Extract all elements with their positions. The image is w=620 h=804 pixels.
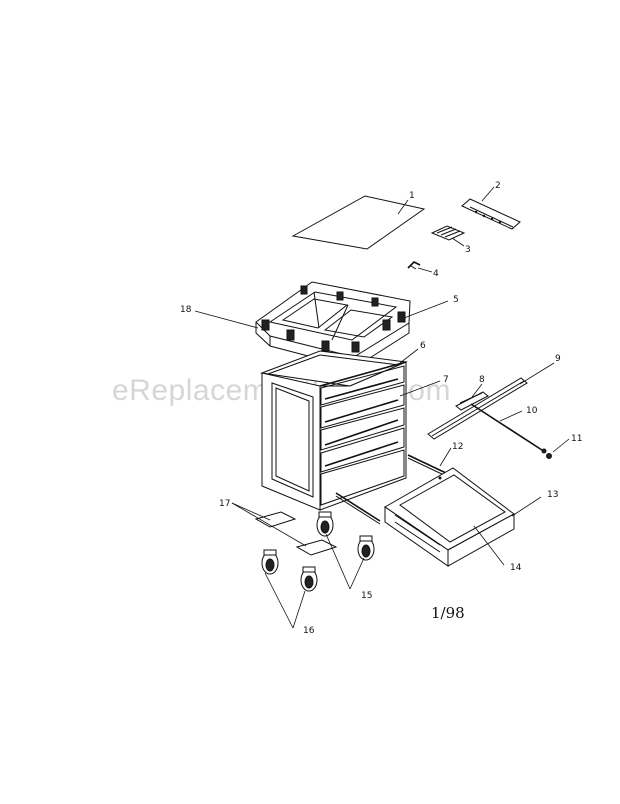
part-10-rod [470, 403, 547, 454]
part-12-bottom-slide [335, 447, 452, 525]
part-label-10: 10 [526, 406, 538, 416]
part-label-1: 1 [409, 191, 415, 201]
part-label-3: 3 [465, 245, 471, 255]
part-label-4: 4 [433, 269, 439, 279]
part-label-15: 15 [361, 591, 372, 601]
part-15-caster [316, 511, 375, 590]
part-3-label-plate [430, 225, 466, 247]
part-label-16: 16 [303, 626, 315, 636]
part-8-bracket [455, 383, 489, 411]
part-2-handle [461, 186, 521, 230]
part-label-13: 13 [547, 490, 558, 500]
part-label-18: 18 [180, 305, 192, 315]
part-6-cabinet [260, 348, 441, 511]
part-11-screw [546, 438, 570, 459]
part-16-caster [261, 549, 318, 629]
part-label-14: 14 [510, 563, 522, 573]
part-label-11: 11 [571, 434, 582, 444]
part-label-17: 17 [219, 499, 230, 509]
part-label-12: 12 [452, 442, 463, 452]
part-label-8: 8 [479, 375, 485, 385]
part-4-latch [407, 261, 433, 273]
part-label-7: 7 [443, 375, 449, 385]
part-1-top-liner [291, 195, 426, 250]
part-label-9: 9 [555, 354, 561, 364]
part-label-2: 2 [495, 181, 501, 191]
part-label-6: 6 [420, 341, 426, 351]
part-13-drawer [384, 467, 542, 567]
part-18-tray-top [194, 281, 449, 369]
part-label-5: 5 [453, 295, 459, 305]
part-17-caster-plates [231, 502, 338, 556]
date-code: 1/98 [431, 604, 465, 622]
